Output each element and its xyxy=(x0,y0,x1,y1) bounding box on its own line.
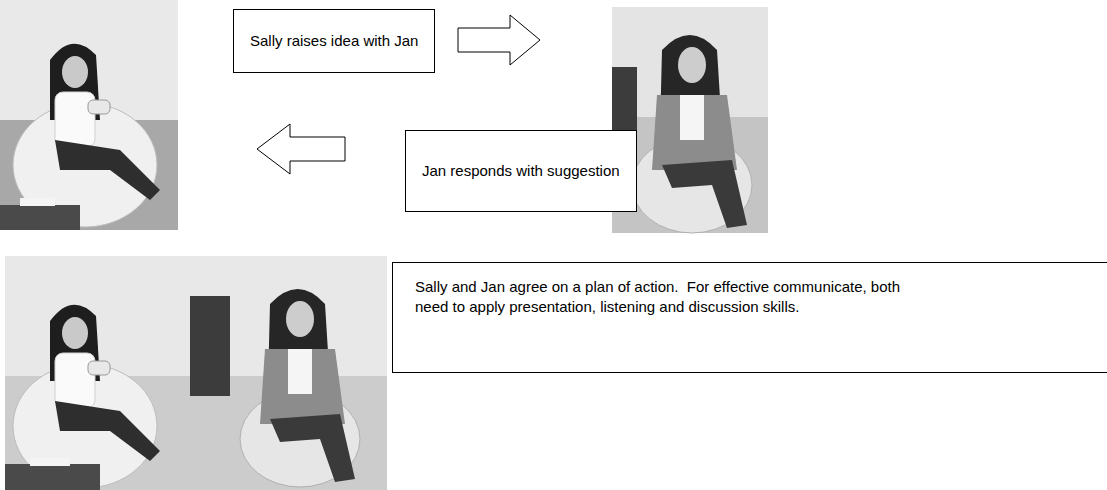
papers xyxy=(30,458,70,466)
text-box: Sally and Jan agree on a plan of action.… xyxy=(392,262,1107,373)
photo-ground xyxy=(5,256,387,490)
papers xyxy=(20,198,55,206)
table xyxy=(0,205,80,230)
table xyxy=(5,464,100,490)
box-text: Jan responds with suggestion xyxy=(422,161,620,181)
woman-figure xyxy=(13,44,160,227)
bookshelf xyxy=(190,296,230,396)
photo-ground xyxy=(0,0,178,230)
box-text: Sally and Jan agree on a plan of action.… xyxy=(415,277,915,316)
text-box: Jan responds with suggestion xyxy=(405,130,637,212)
box-text: Sally raises idea with Jan xyxy=(250,31,418,51)
woman-figure xyxy=(632,35,752,233)
woman-figure xyxy=(240,289,360,487)
block-arrow-right xyxy=(458,15,540,65)
woman-figure xyxy=(13,305,160,488)
photo-both xyxy=(5,256,387,490)
text-box: Sally raises idea with Jan xyxy=(233,9,435,73)
block-arrow-left xyxy=(257,124,345,174)
photo-sally xyxy=(0,0,178,230)
